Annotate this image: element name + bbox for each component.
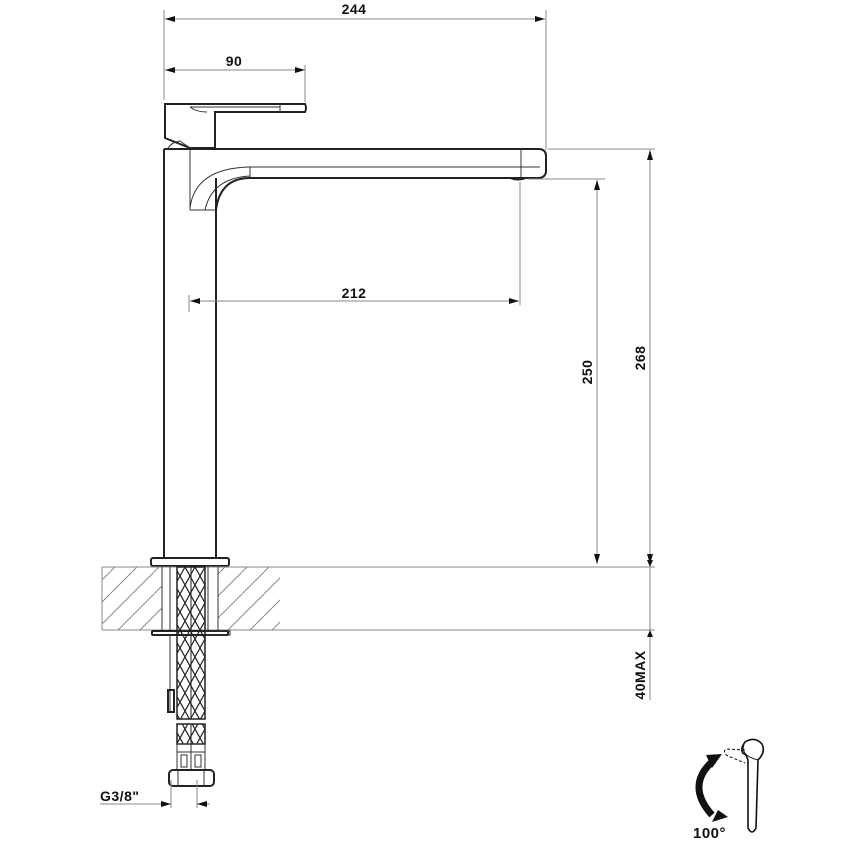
dimension-label-g38: G3/8ʺ — [100, 788, 140, 804]
dimension-label-268: 268 — [632, 346, 648, 371]
dimension-counter-thickness: 40MAX — [632, 560, 653, 700]
lever-handle — [164, 103, 307, 149]
rotation-angle-label: 100° — [693, 825, 726, 842]
dimension-label-244: 244 — [342, 1, 367, 17]
rotation-arrow-icon — [695, 754, 728, 822]
dimension-connection-thread: G3/8ʺ — [100, 780, 210, 808]
dimension-handle-length: 90 — [165, 53, 306, 102]
lever-handle-icon — [723, 738, 765, 833]
dimension-overall-height: 268 — [548, 148, 655, 564]
dimension-label-40max: 40MAX — [632, 650, 648, 699]
dimension-spout-reach: 212 — [188, 182, 521, 312]
mixer-body — [150, 148, 547, 567]
dimension-label-90: 90 — [226, 53, 243, 69]
dimension-label-250: 250 — [579, 360, 595, 385]
dimension-overall-width: 244 — [163, 1, 547, 150]
supply-hoses — [151, 566, 231, 787]
dimension-label-212: 212 — [342, 285, 367, 301]
dimension-spout-height: 250 — [528, 178, 605, 564]
handle-rotation-indicator: 100° — [693, 738, 765, 842]
